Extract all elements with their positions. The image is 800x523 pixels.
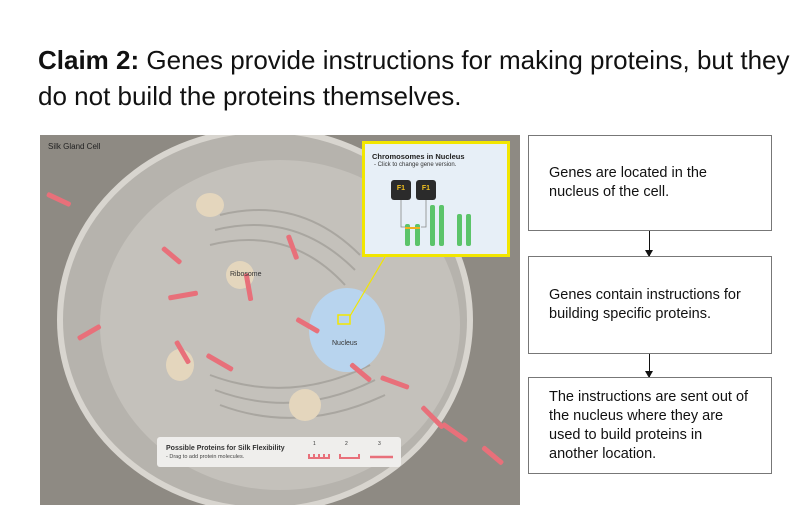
proteins-title: Possible Proteins for Silk Flexibility <box>166 445 285 452</box>
protein-option-2-label: 2 <box>345 441 348 447</box>
nucleus <box>309 288 385 372</box>
flow-step-2-text: Genes contain instructions for building … <box>549 287 741 322</box>
flow-step-3-text: The instructions are sent out of the nuc… <box>549 388 749 462</box>
claim-number: Claim 2: <box>38 45 140 75</box>
nucleus-zoom-marker <box>337 314 351 325</box>
ribosome-label: Ribosome <box>230 271 262 278</box>
inset-subtitle: - Click to change gene version. <box>374 162 457 168</box>
protein-option-3-label: 3 <box>378 441 381 447</box>
flow-step-2: Genes contain instructions for building … <box>528 256 772 354</box>
flow-step-1: Genes are located in the nucleus of the … <box>528 135 772 231</box>
chromosome-inset: Chromosomes in Nucleus - Click to change… <box>362 141 510 257</box>
gene-version-button-2[interactable]: F1 <box>416 180 436 200</box>
flow-step-3: The instructions are sent out of the nuc… <box>528 377 772 474</box>
protein-option-1-label: 1 <box>313 441 316 447</box>
flow-arrow-1 <box>645 231 653 257</box>
inset-title: Chromosomes in Nucleus <box>372 152 465 161</box>
chromosomes <box>400 200 471 246</box>
cell-label: Silk Gland Cell <box>48 142 101 151</box>
proteins-subtitle: - Drag to add protein molecules. <box>166 454 245 460</box>
flow-step-1-text: Genes are located in the nucleus of the … <box>549 165 707 200</box>
protein-option-1 <box>308 454 330 459</box>
cell-simulation[interactable]: Silk Gland Cell Ribosome Nucleus Chromos… <box>40 135 520 505</box>
protein-option-2 <box>339 454 360 459</box>
protein-molecules <box>46 192 504 465</box>
flow-arrow-2 <box>645 354 653 378</box>
protein-options-panel: Possible Proteins for Silk Flexibility -… <box>157 437 401 467</box>
claim-text: Genes provide instructions for making pr… <box>38 45 790 111</box>
protein-options[interactable] <box>157 437 401 467</box>
nucleus-label: Nucleus <box>332 340 358 347</box>
gene-version-button-1[interactable]: F1 <box>391 180 411 200</box>
claim-heading: Claim 2: Genes provide instructions for … <box>38 42 798 114</box>
